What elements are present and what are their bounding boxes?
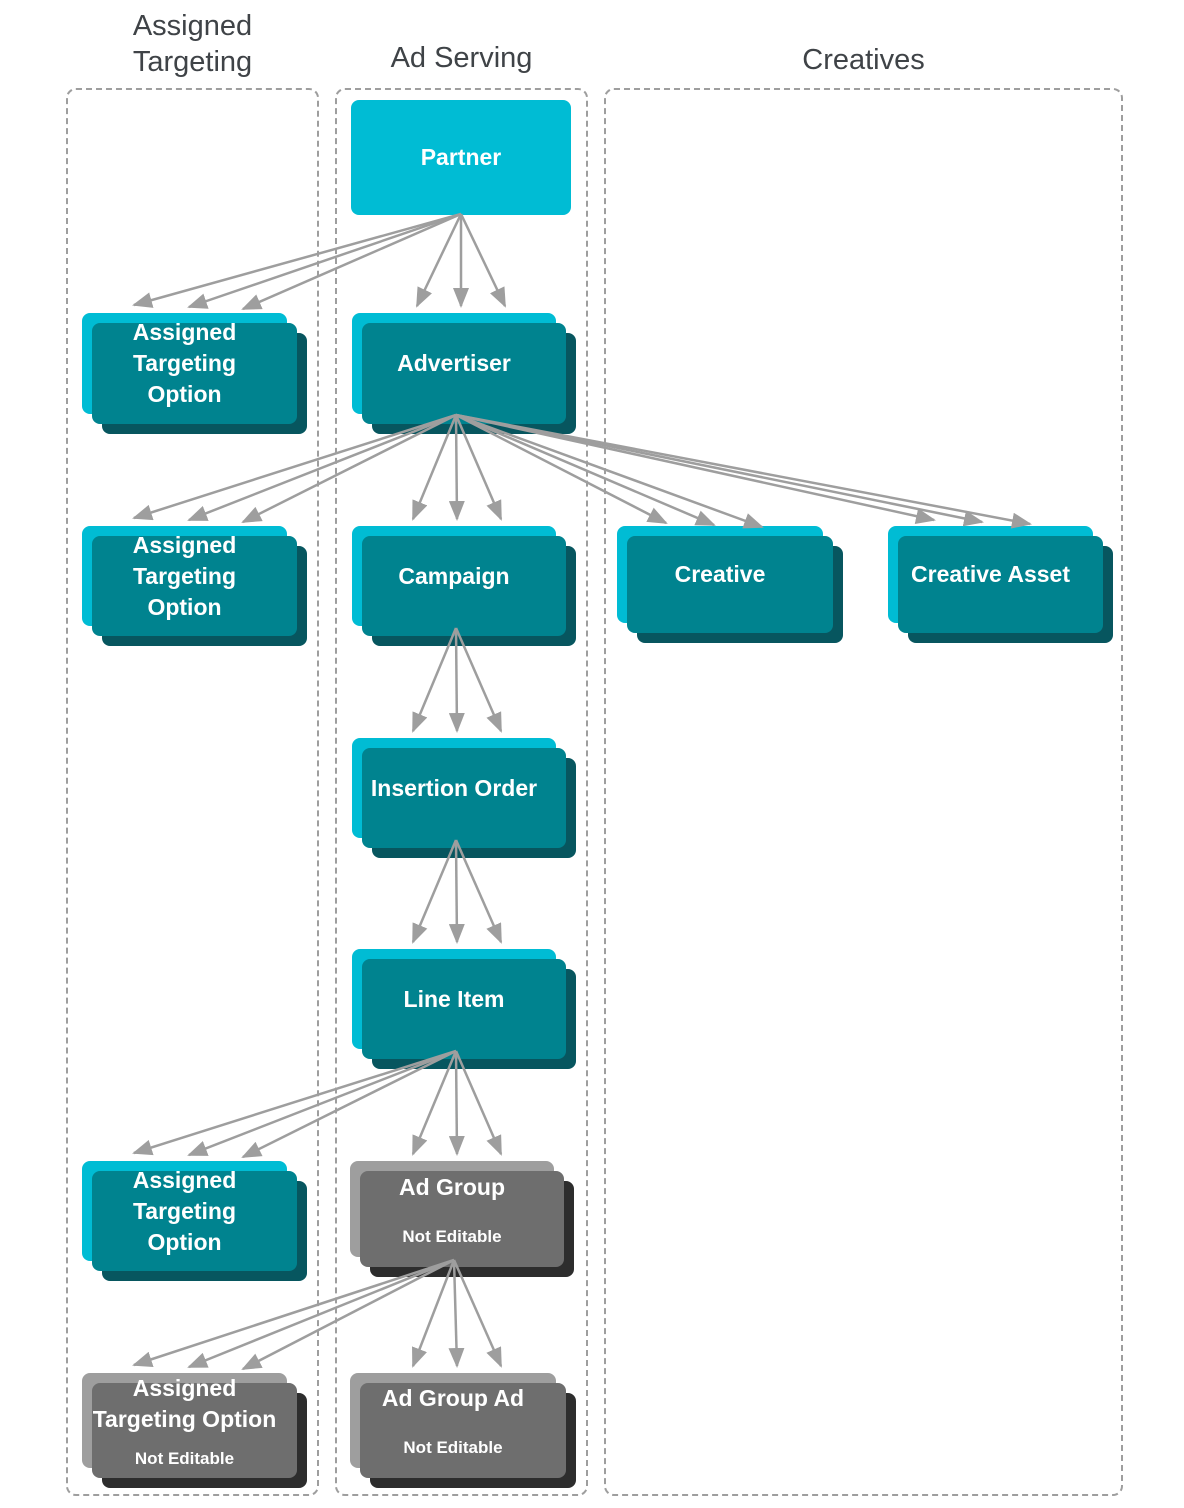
node-assigned-targeting-option-ad-group-sublabel: Not Editable (134, 1448, 235, 1468)
node-assigned-targeting-option-partner: Assigned Targeting Option (82, 313, 307, 434)
column-title-ad-serving: Ad Serving (390, 42, 533, 74)
column-frame-assigned-targeting (66, 88, 319, 1496)
node-assigned-targeting-option-partner-label: Assigned Targeting Option (132, 319, 237, 407)
node-ad-group-label: Ad Group (398, 1173, 506, 1200)
node-assigned-targeting-option-line-item-label: Assigned Targeting Option (132, 1166, 237, 1255)
column-frame-ad-serving (335, 88, 588, 1496)
node-insertion-order-label: Insertion Order (370, 774, 538, 801)
node-assigned-targeting-option-line-item: Assigned Targeting Option (82, 1161, 307, 1281)
node-ad-group: Ad Group Not Editable (350, 1161, 574, 1277)
node-assigned-targeting-option-advertiser-label: Assigned Targeting Option (132, 531, 237, 620)
node-creative-asset: Creative Asset (888, 526, 1113, 643)
node-campaign-label: Campaign (398, 562, 510, 589)
node-ad-group-ad: Ad Group Ad Not Editable (350, 1373, 576, 1488)
node-assigned-targeting-option-advertiser: Assigned Targeting Option (82, 526, 307, 646)
node-advertiser: Advertiser (352, 313, 576, 434)
node-insertion-order: Insertion Order (352, 738, 576, 858)
node-advertiser-label: Advertiser (397, 350, 511, 376)
node-line-item-label: Line Item (403, 985, 505, 1012)
node-creative-label: Creative (674, 561, 766, 587)
node-ad-group-sublabel: Not Editable (402, 1226, 502, 1246)
node-campaign: Campaign (352, 526, 576, 646)
node-assigned-targeting-option-ad-group-label: Assigned Targeting Option (92, 1374, 277, 1432)
column-title-creatives: Creatives (802, 44, 925, 76)
node-creative: Creative (617, 526, 843, 643)
node-ad-group-ad-label: Ad Group Ad (381, 1385, 525, 1411)
node-assigned-targeting-option-ad-group: Assigned Targeting Option Not Editable (82, 1373, 307, 1488)
node-line-item: Line Item (352, 949, 576, 1069)
node-ad-group-ad-sublabel: Not Editable (403, 1438, 503, 1457)
node-creative-asset-label: Creative Asset (911, 561, 1070, 587)
column-frame-creatives (604, 88, 1123, 1496)
node-partner-label: Partner (420, 144, 502, 170)
column-title-assigned-targeting: Assigned Targeting (132, 10, 253, 78)
node-partner: Partner (351, 100, 571, 215)
